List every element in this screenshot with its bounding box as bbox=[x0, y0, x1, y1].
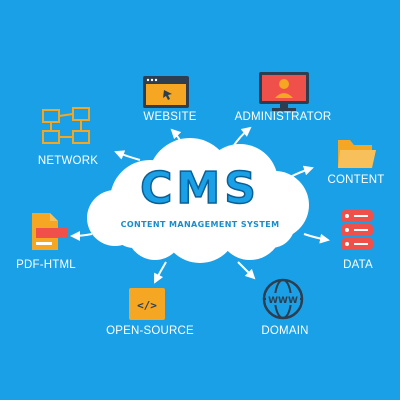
arrow-to-pdf-html bbox=[70, 230, 93, 241]
svg-text:WWW: WWW bbox=[268, 296, 298, 306]
network-computers-icon bbox=[42, 107, 90, 144]
www-globe-icon: WWW bbox=[262, 278, 304, 320]
arrow-to-network bbox=[114, 150, 141, 161]
label-website: WEBSITE bbox=[143, 111, 197, 123]
cms-cloud bbox=[87, 138, 309, 263]
arrow-to-open-source bbox=[154, 261, 167, 284]
document-convert-icon bbox=[32, 213, 68, 250]
label-content: CONTENT bbox=[327, 174, 385, 186]
browser-window-icon bbox=[143, 76, 189, 108]
label-data: DATA bbox=[343, 259, 373, 271]
label-pdf-html: PDF-HTML bbox=[16, 259, 76, 271]
arrow-to-domain bbox=[237, 261, 256, 280]
svg-text:</>: </> bbox=[137, 299, 157, 312]
label-administrator: ADMINISTRATOR bbox=[234, 111, 332, 123]
database-server-icon bbox=[341, 210, 373, 250]
label-network: NETWORK bbox=[37, 155, 99, 167]
label-open-source: OPEN-SOURCE bbox=[106, 325, 194, 337]
arrow-to-data bbox=[303, 233, 330, 244]
cms-subtitle: CONTENT MANAGEMENT SYSTEM bbox=[120, 220, 280, 229]
cms-title: CMS bbox=[139, 163, 260, 214]
folder-icon bbox=[338, 140, 376, 168]
label-domain: DOMAIN bbox=[261, 325, 309, 337]
admin-monitor-icon bbox=[259, 72, 309, 111]
code-file-icon: </> bbox=[129, 288, 165, 320]
